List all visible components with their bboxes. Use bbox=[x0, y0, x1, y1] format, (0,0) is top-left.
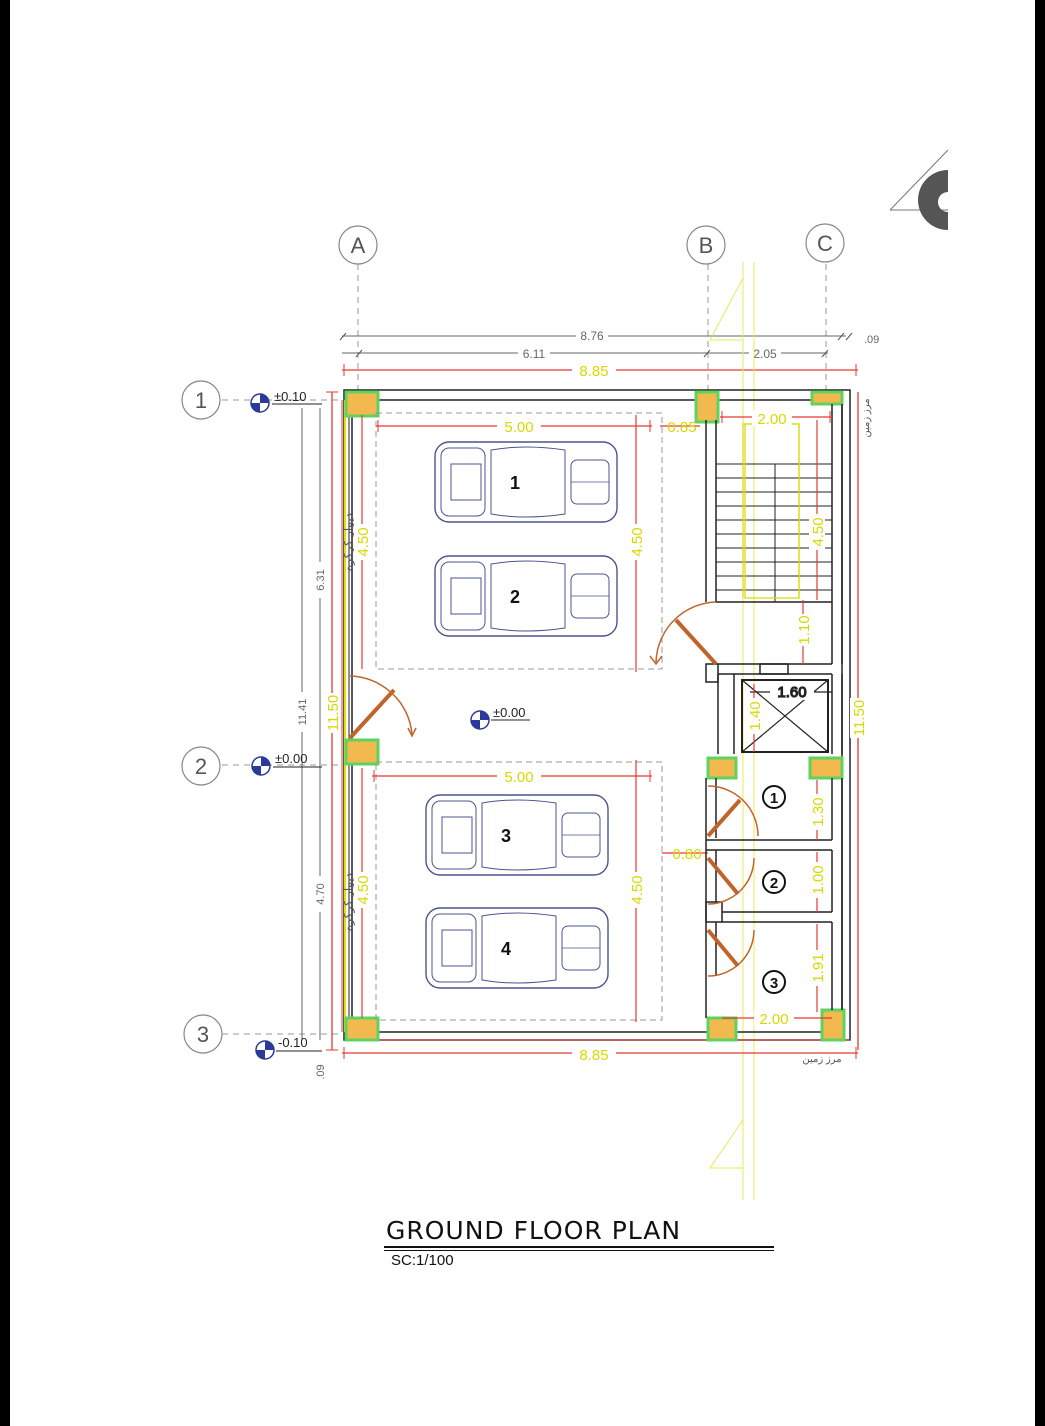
dim-lower: 4.70 bbox=[315, 883, 327, 904]
stair-door bbox=[649, 601, 718, 666]
outer-red-dims: 11.50 8.85 bbox=[341, 392, 868, 1064]
room-numbers: 1 2 3 bbox=[762, 785, 786, 994]
parking-dims: 5.00 5.00 4.50 4.50 4.50 4.50 0.85 0.80 bbox=[354, 415, 708, 1022]
car-icon: 1 bbox=[434, 441, 618, 523]
axis-c-label: C bbox=[817, 231, 833, 256]
parking-depth-4: 4.50 bbox=[629, 875, 646, 904]
stair-direction bbox=[742, 423, 800, 599]
car-icon: 3 bbox=[425, 794, 609, 876]
grid-bubbles: A B C 1 2 3 bbox=[181, 223, 845, 1054]
stair-run-dim: 4.50 bbox=[810, 517, 827, 546]
axis-b-label: B bbox=[699, 233, 714, 258]
axis-2-label: 2 bbox=[195, 754, 207, 779]
parking-depth-3: 4.50 bbox=[355, 875, 372, 904]
axis-1-label: 1 bbox=[195, 388, 207, 413]
axis-a-label: A bbox=[351, 233, 366, 258]
car-icon: 2 bbox=[434, 555, 618, 637]
title-underline bbox=[384, 1246, 774, 1248]
dim-offset-bottom: .09 bbox=[315, 1064, 327, 1079]
car-icon: 4 bbox=[425, 907, 609, 989]
level-icon bbox=[470, 710, 490, 730]
dim-outer-bottom: 8.85 bbox=[579, 1047, 608, 1064]
room3-dim: 1.91 bbox=[810, 953, 827, 982]
level-icon bbox=[251, 756, 271, 776]
right-top-note: مرز زمین bbox=[861, 398, 872, 437]
level-floor: ±0.00 bbox=[493, 705, 525, 720]
landing-dim: 1.10 bbox=[796, 615, 813, 644]
drawing-title: GROUND FLOOR PLAN bbox=[386, 1216, 682, 1245]
dim-upper: 6.31 bbox=[315, 569, 327, 590]
level-markers: ±0.10 ±0.00 -0.10 ±0.00 bbox=[250, 389, 530, 1060]
title-underline-thin bbox=[384, 1250, 774, 1251]
stair-core bbox=[705, 404, 843, 754]
parking-space-number: 1 bbox=[510, 473, 520, 493]
room-number-3: 3 bbox=[770, 975, 778, 992]
room-dims: 1.30 1.00 1.91 2.00 bbox=[722, 780, 832, 1028]
left-wall-note-lower: دیوار کرکره bbox=[341, 873, 355, 931]
north-arrow-icon bbox=[889, 149, 949, 230]
parking-depth-2: 4.50 bbox=[629, 527, 646, 556]
axis-3-label: 3 bbox=[197, 1022, 209, 1047]
parking-width-bottom: 5.00 bbox=[504, 769, 533, 786]
room2-dim: 1.00 bbox=[810, 865, 827, 894]
service-rooms bbox=[705, 778, 843, 1018]
level-bottom: -0.10 bbox=[278, 1035, 308, 1050]
parking-width-top: 5.00 bbox=[504, 419, 533, 436]
parking-bays bbox=[375, 412, 663, 1021]
side-notes: دیوار کرکره دیوار کرکره مرز زمین مرز زمی… bbox=[341, 398, 872, 1065]
level-icon bbox=[255, 1040, 275, 1060]
stair-width-dim: 2.00 bbox=[757, 411, 786, 428]
elevator-depth-dim: 1.40 bbox=[747, 701, 764, 730]
cars: 1 2 3 4 bbox=[425, 441, 618, 989]
dim-left-span: 6.11 bbox=[523, 347, 546, 361]
level-icon bbox=[250, 393, 270, 413]
parking-space-number: 4 bbox=[501, 939, 511, 959]
stair-dims: 2.00 4.50 1.10 bbox=[720, 410, 832, 664]
drawing-sheet: A B C 1 2 3 8.76 .09 6.11 2.05 bbox=[10, 0, 1035, 1426]
parking-space-number: 3 bbox=[501, 826, 511, 846]
dim-offset-top: .09 bbox=[864, 334, 879, 346]
room-number-2: 2 bbox=[770, 875, 778, 892]
left-wall-note-upper: دیوار کرکره bbox=[341, 513, 355, 571]
left-dimensions: 6.31 11.41 4.70 11.50 .09 bbox=[294, 391, 342, 1080]
aisle-top-dim: 0.85 bbox=[667, 419, 696, 436]
drawing-scale: SC:1/100 bbox=[391, 1252, 454, 1269]
level-middle: ±0.00 bbox=[275, 751, 307, 766]
top-dimensions: 8.76 .09 6.11 2.05 8.85 bbox=[339, 328, 879, 380]
entrance-door bbox=[348, 675, 417, 740]
stair-treads bbox=[716, 463, 832, 603]
room1-dim: 1.30 bbox=[810, 797, 827, 826]
aisle-bottom-dim: 0.80 bbox=[672, 846, 701, 863]
parking-space-number: 2 bbox=[510, 587, 520, 607]
dim-height-right: 11.50 bbox=[851, 700, 868, 736]
level-top: ±0.10 bbox=[274, 389, 306, 404]
elevator-width-dim: 1.60 bbox=[777, 684, 806, 701]
grid-lines bbox=[222, 264, 827, 1035]
dim-height-left: 11.50 bbox=[325, 695, 342, 731]
elevator: 1.60 1.40 bbox=[741, 679, 832, 753]
dim-right-span: 2.05 bbox=[753, 347, 777, 361]
dim-outer-top: 8.85 bbox=[579, 363, 608, 380]
parking-depth-1: 4.50 bbox=[355, 527, 372, 556]
room-number-1: 1 bbox=[770, 790, 778, 807]
bottom-width-dim: 2.00 bbox=[759, 1011, 788, 1028]
room-doors bbox=[706, 785, 759, 977]
dim-total-top: 8.76 bbox=[580, 329, 604, 343]
dim-total-vertical: 11.41 bbox=[297, 699, 309, 726]
right-bottom-note: مرز زمین bbox=[802, 1054, 841, 1065]
floor-plan: A B C 1 2 3 8.76 .09 6.11 2.05 bbox=[181, 149, 949, 1200]
